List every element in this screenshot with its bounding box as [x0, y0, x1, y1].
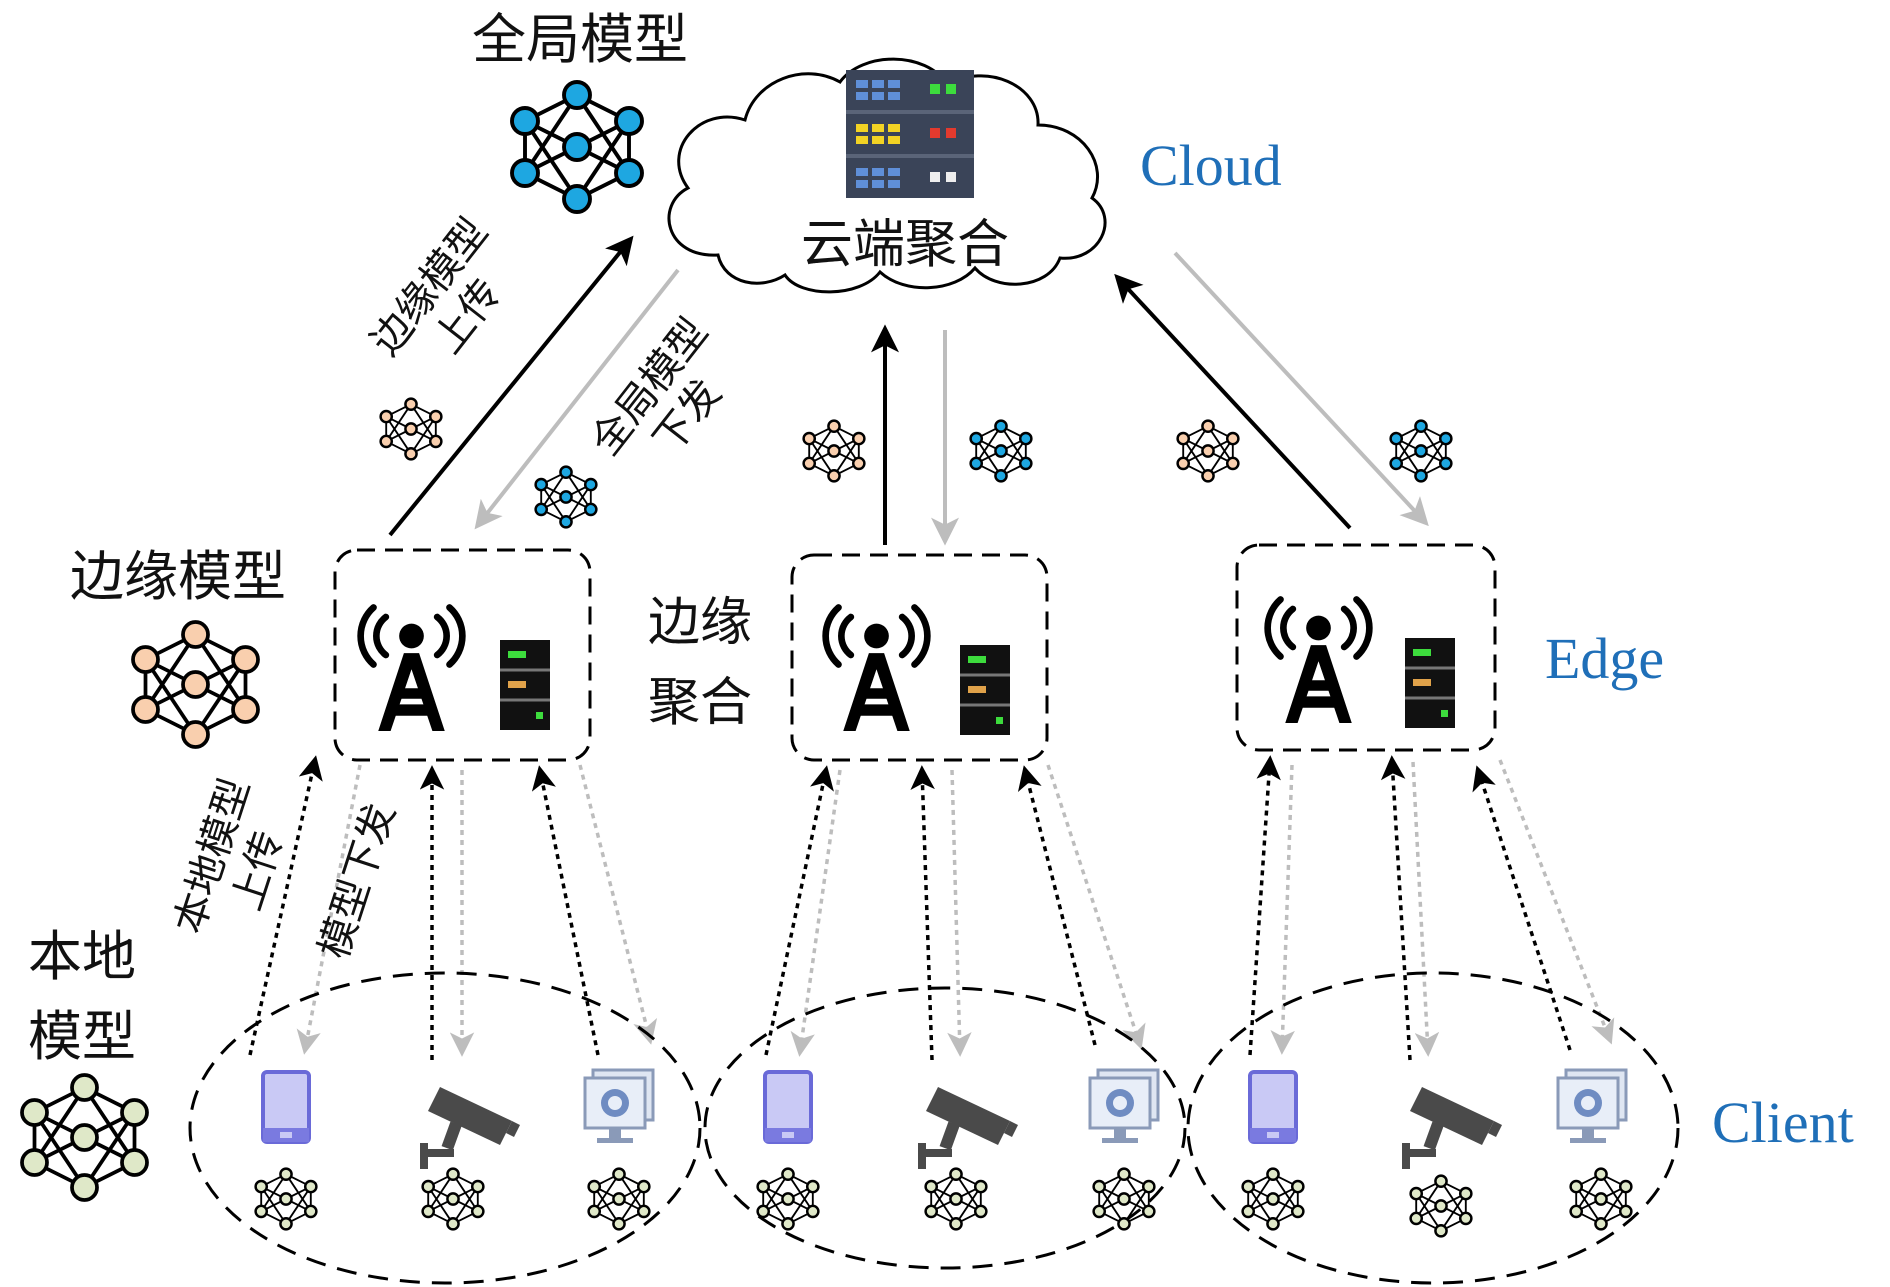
local-upload-arrow — [1472, 765, 1572, 1051]
phone-icon — [1248, 1070, 1298, 1144]
model-download-arrow — [1498, 759, 1615, 1045]
svg-text:聚合: 聚合 — [648, 673, 752, 733]
phone-icon — [763, 1070, 813, 1144]
edge-model-icon-small — [802, 419, 866, 483]
local-model-icon-small — [924, 1167, 988, 1231]
edge-cloud-arrows — [388, 235, 1429, 546]
local-model-icon-small — [1092, 1167, 1156, 1231]
model-download-arrow — [947, 769, 972, 1057]
edge-model-icon — [131, 620, 260, 749]
cloud-group: 云端聚合 — [667, 57, 1107, 294]
cctv-camera-icon — [420, 1087, 520, 1169]
local-model-icons-small — [254, 1167, 1633, 1238]
edge-model-icon-small — [379, 397, 443, 461]
model-download-arrow — [1270, 764, 1295, 1055]
local-model-label: 本地 模型 — [28, 925, 136, 1068]
local-model-icon-small — [587, 1167, 651, 1231]
local-upload-arrow — [531, 765, 600, 1056]
edge-node-3 — [1235, 543, 1497, 752]
edge-model-upload-label: 边缘模型 上传 — [362, 210, 510, 364]
model-download-arrow — [790, 769, 842, 1057]
edge-node-1 — [333, 548, 592, 762]
cctv-camera-icon — [1402, 1087, 1502, 1169]
local-model-icon-small — [1569, 1167, 1633, 1231]
global-model-download-label: 全局模型 下发 — [582, 310, 730, 464]
monitor-icon — [1088, 1068, 1160, 1145]
edge1-upload-arrow — [388, 235, 634, 537]
model-download-label: 模型下发 — [311, 798, 404, 964]
edge1-download-arrow — [474, 268, 680, 530]
edge-client-arrows — [248, 755, 1615, 1061]
base-station-tower-icon — [1268, 600, 1370, 724]
local-upload-arrow — [248, 755, 323, 1056]
phone-icon — [261, 1070, 311, 1144]
edge-node-box — [790, 553, 1049, 762]
monitor-icon — [583, 1068, 655, 1145]
edge3-download-arrow — [1173, 251, 1429, 527]
edge-server-icon — [498, 638, 552, 732]
global-model-icon — [510, 80, 644, 214]
svg-text:模型: 模型 — [28, 1005, 136, 1068]
global-model-icon-small — [1389, 419, 1453, 483]
client-tier-label: Client — [1712, 1090, 1854, 1155]
local-model-icon-small — [254, 1167, 318, 1231]
global-model-label: 全局模型 — [472, 8, 688, 71]
edge-tier-label: Edge — [1545, 626, 1664, 691]
local-upload-arrow — [910, 765, 935, 1061]
local-model-icon-small — [421, 1167, 485, 1231]
local-model-icon — [20, 1073, 149, 1202]
edge-model-label: 边缘模型 — [70, 545, 286, 608]
base-station-tower-icon — [826, 608, 928, 732]
local-upload-arrow — [764, 765, 834, 1056]
model-download-arrow — [296, 764, 362, 1055]
global-model-icon-small — [534, 465, 598, 529]
local-upload-arrow — [1380, 755, 1412, 1061]
cloud-tier-label: Cloud — [1140, 133, 1282, 198]
local-upload-arrow — [1017, 765, 1097, 1046]
cloud-server-icon — [846, 70, 974, 198]
edge-aggregation-label: 边缘 聚合 — [648, 593, 752, 733]
svg-text:本地: 本地 — [28, 925, 136, 988]
cloud-aggregation-label: 云端聚合 — [801, 215, 1009, 275]
edge-server-icon — [958, 643, 1012, 737]
local-model-icon-small — [1241, 1167, 1305, 1231]
monitor-icon — [1556, 1068, 1628, 1145]
edge-node-box — [333, 548, 592, 762]
local-upload-arrow — [1248, 755, 1281, 1056]
local-model-icon-small — [756, 1167, 820, 1231]
local-model-upload-label: 本地模型 上传 — [166, 773, 292, 939]
edge-node-box — [1235, 543, 1497, 752]
global-model-icon-small — [969, 419, 1033, 483]
model-download-arrow — [1411, 761, 1440, 1057]
base-station-tower-icon — [361, 608, 463, 732]
svg-text:边缘: 边缘 — [648, 593, 752, 653]
edge-node-2 — [790, 553, 1049, 762]
model-download-arrow — [1046, 764, 1146, 1050]
edge3-upload-arrow — [1114, 273, 1352, 530]
svg-text:模型下发: 模型下发 — [311, 798, 404, 964]
cctv-camera-icon — [918, 1087, 1018, 1169]
edge-server-icon — [1403, 636, 1457, 730]
client-group-1 — [188, 971, 702, 1285]
local-model-icon-small — [1409, 1174, 1473, 1238]
client-group-2 — [703, 986, 1187, 1270]
model-download-arrow — [578, 764, 658, 1045]
edge-model-icon-small — [1176, 419, 1240, 483]
client-group-3 — [1186, 971, 1680, 1285]
